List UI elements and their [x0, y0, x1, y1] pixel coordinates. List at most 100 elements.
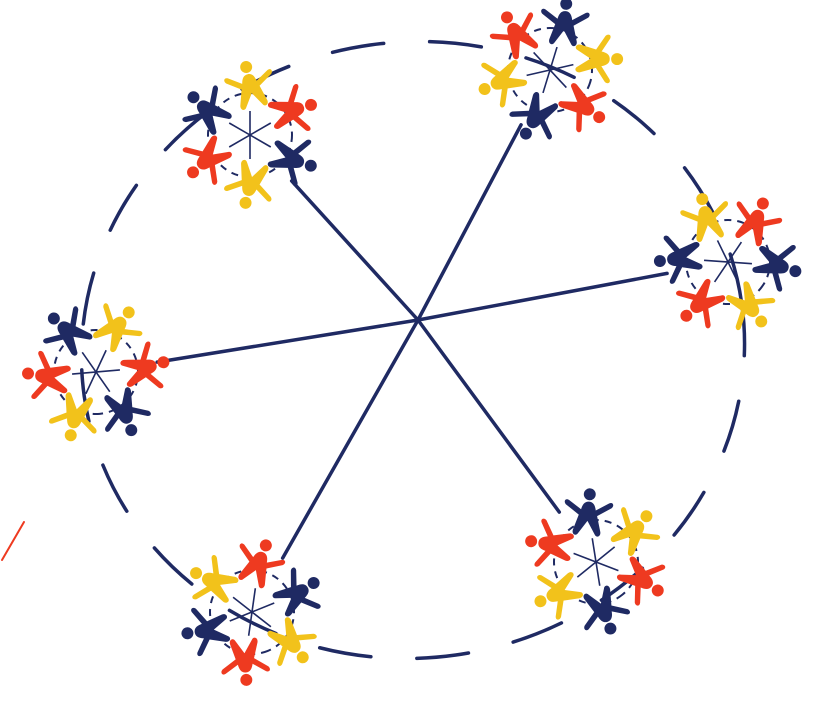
figure-body [264, 130, 312, 187]
figure-yellow [525, 562, 589, 626]
figure-yellow [717, 274, 785, 341]
figure-navy [538, 0, 591, 47]
person-icon [46, 389, 104, 446]
person-icon [483, 0, 549, 65]
figure-body [228, 543, 286, 593]
figure-yellow [469, 49, 533, 113]
figure-body [117, 341, 164, 398]
person-icon [538, 0, 591, 47]
group-inner-spoke [82, 350, 110, 394]
spoke-right [418, 273, 667, 320]
person-icon [18, 349, 73, 404]
figure-body [264, 83, 311, 139]
person-icon [525, 562, 589, 626]
person-icon [610, 547, 677, 614]
figure-body [538, 9, 589, 48]
figure-body [49, 389, 104, 434]
person-icon [228, 531, 291, 593]
person-icon [469, 49, 533, 113]
figure-head [21, 367, 35, 381]
person-icon [264, 80, 323, 140]
figure-red [264, 80, 323, 140]
figure-group-bottom-left [149, 510, 353, 706]
figure-head [188, 565, 204, 581]
figure-body [94, 383, 152, 433]
figure-yellow [677, 188, 734, 245]
person-icon [219, 637, 271, 688]
figure-red [521, 516, 576, 571]
figure-navy [178, 603, 232, 658]
figure-group-bottom-right [485, 452, 704, 670]
figure-head [258, 538, 274, 554]
person-icon [575, 34, 623, 83]
figure-body [573, 581, 631, 631]
figure-red [172, 126, 240, 194]
spoke-bottom-right [418, 320, 559, 512]
figure-group-top-right [452, 0, 643, 168]
figure-yellow [46, 389, 104, 446]
figure-red [610, 547, 677, 614]
figure-body [717, 274, 777, 331]
figure-head [755, 196, 771, 212]
person-icon [677, 188, 734, 245]
figure-body [191, 603, 232, 656]
person-icon [725, 189, 788, 251]
figure-head [477, 81, 493, 97]
person-icon [651, 231, 705, 286]
figure-body [562, 499, 613, 538]
figure-body [219, 637, 270, 675]
figure-body [192, 554, 244, 613]
spoke-bottom-left [283, 320, 418, 558]
figure-head [304, 98, 319, 113]
figure-navy [266, 559, 333, 626]
person-icon [172, 126, 240, 194]
person-icon [717, 274, 785, 341]
figure-body [258, 610, 318, 667]
figure-navy [264, 130, 324, 191]
figure-red [725, 189, 788, 251]
figure-body [551, 73, 607, 133]
person-icon [266, 559, 333, 626]
outer-dashed-ring [41, 0, 784, 701]
figure-body [748, 235, 796, 292]
figure-red [228, 531, 291, 593]
figure-head [64, 428, 78, 442]
figure-head [240, 673, 253, 686]
figure-body [575, 34, 610, 83]
figure-head [560, 0, 573, 10]
figure-body [680, 201, 735, 245]
figure-body [725, 201, 783, 251]
person-icon [264, 130, 324, 191]
figure-red [551, 73, 618, 140]
person-icon [551, 73, 618, 140]
figure-body [536, 562, 588, 621]
person-icon [573, 581, 635, 643]
person-icon [178, 603, 232, 658]
figure-yellow [575, 34, 623, 83]
figure-yellow [84, 292, 152, 360]
spoke-top-left [292, 181, 418, 320]
spoke-top-right [418, 125, 521, 320]
person-icon [84, 292, 152, 360]
figure-head [583, 488, 596, 501]
figure-head [788, 264, 803, 279]
spoke-left [157, 320, 418, 362]
figure-head [611, 53, 623, 65]
figure-red [18, 349, 73, 404]
figure-head [653, 254, 667, 268]
figure-body [534, 518, 576, 571]
figure-head [156, 355, 171, 370]
figure-red [219, 637, 271, 688]
figure-group-left [10, 288, 181, 453]
group-inner-spoke [527, 52, 574, 87]
figure-group-right [619, 153, 820, 369]
group-inner-spoke [704, 240, 752, 283]
group-inner-spoke [574, 538, 619, 585]
figure-navy [573, 581, 635, 643]
person-icon [521, 516, 576, 571]
figure-head [603, 621, 618, 636]
figure-navy [651, 231, 705, 286]
figure-head [303, 158, 318, 173]
figure-head [524, 534, 538, 548]
